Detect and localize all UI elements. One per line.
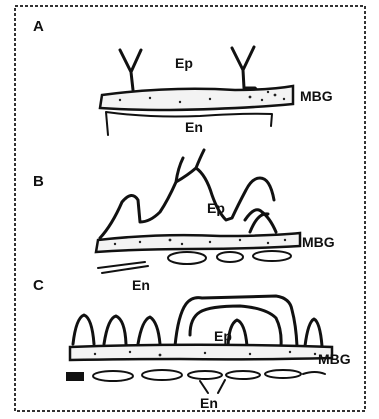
panel-c-foot-process-right xyxy=(305,319,322,346)
panel-c-foot-process-1 xyxy=(73,315,94,344)
panel-c-epithelial-arch-inner xyxy=(190,306,281,346)
panel-b-endothelium-strand xyxy=(98,262,148,273)
panel-c-capillary-loop-1 xyxy=(93,371,133,381)
panel-c-letter: C xyxy=(33,277,44,294)
panel-b-capillary-loop-3 xyxy=(253,251,291,261)
panel-a-label-mbg: MBG xyxy=(300,88,333,104)
panel-b-label-mbg: MBG xyxy=(302,234,335,250)
panel-c-foot-process-2 xyxy=(104,316,126,344)
panel-a-basement-membrane xyxy=(100,86,293,110)
panel-a-epithelial-foot-left xyxy=(120,50,141,90)
panel-a-letter: A xyxy=(33,18,44,35)
panel-c-label-en: En xyxy=(200,395,218,411)
panel-b: B Ep MBG En xyxy=(33,150,335,293)
panel-b-letter: B xyxy=(33,173,44,190)
panel-c-foot-process-3 xyxy=(138,317,160,344)
panel-b-label-en: En xyxy=(132,277,150,293)
panel-c-basement-membrane xyxy=(70,345,332,360)
panel-b-basement-membrane xyxy=(96,233,300,252)
panel-b-epithelial-cell xyxy=(100,150,274,238)
panel-c-label-ep: Ep xyxy=(214,328,232,344)
panel-a-label-en: En xyxy=(185,119,203,135)
panel-b-capillary-loop-1 xyxy=(168,252,206,264)
panel-a-label-ep: Ep xyxy=(175,55,193,71)
panel-c-capillary-loop-4 xyxy=(226,371,260,379)
panel-c-capillary-loop-5 xyxy=(265,370,301,378)
panel-b-label-ep: Ep xyxy=(207,200,225,216)
panel-c-endothelial-nucleus xyxy=(66,372,84,381)
panel-c-capillary-loop-3 xyxy=(188,371,222,379)
panel-c-label-mbg: MBG xyxy=(318,351,351,367)
panel-a: A Ep MBG En xyxy=(33,18,333,135)
panel-c: C Ep MBG En xyxy=(33,277,351,411)
panel-b-foot-process-right xyxy=(245,210,276,232)
panel-c-capillary-loop-2 xyxy=(142,370,182,380)
panel-c-en-pointers xyxy=(200,380,225,393)
panel-b-capillary-loop-2 xyxy=(217,252,243,262)
panel-c-capillary-loop-6 xyxy=(303,372,325,374)
